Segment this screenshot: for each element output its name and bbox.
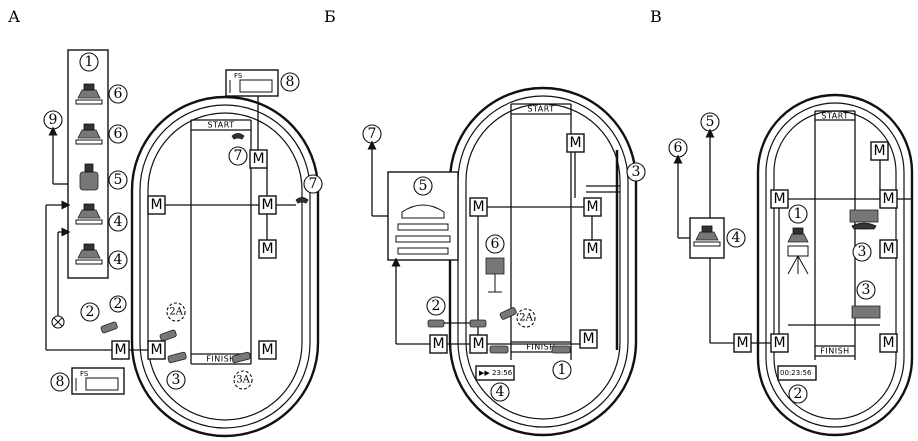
label-a-8: 8 [286, 74, 295, 90]
camera-icon [489, 345, 509, 354]
camera-icon [427, 319, 445, 328]
phone-icon [231, 133, 245, 140]
start-label-b: START [527, 105, 554, 114]
label-b-6: 6 [491, 236, 500, 252]
module-c: M [882, 191, 894, 207]
device-icon [75, 83, 103, 105]
panel-label-c: В [650, 7, 662, 26]
label-c-2: 2 [794, 386, 803, 402]
device-icon [693, 225, 721, 247]
label-c-5: 5 [706, 114, 715, 130]
timer-text-b: ▶▶ 23:56 [479, 369, 513, 377]
module-a: M [252, 151, 264, 167]
camera-icon [167, 351, 187, 364]
track-a: START FINISH [130, 95, 320, 438]
module-b: M [472, 199, 484, 215]
camera-icon [159, 329, 177, 342]
fs-display-bottom-a: FS [71, 367, 125, 395]
module-a: M [261, 241, 273, 257]
starting-block-icon [395, 204, 451, 255]
label-a-5: 5 [114, 172, 123, 188]
device-icon [75, 123, 103, 145]
panel-b: START FINISH 3 5 7 6 M M M [362, 86, 646, 437]
label-b-3: 3 [632, 164, 641, 180]
finish-label-a: FINISH [206, 355, 235, 364]
label-a-8b: 8 [56, 374, 65, 390]
device-icon [75, 243, 103, 265]
finish-label-c: FINISH [820, 347, 849, 356]
label-c-4: 4 [732, 230, 741, 246]
module-b: M [432, 336, 444, 352]
timer-display-c: 00:23:56 [777, 365, 817, 381]
module-a: M [114, 342, 126, 358]
label-a-7: 7 [234, 148, 243, 164]
module-b: M [472, 336, 484, 352]
label-b-7: 7 [368, 126, 377, 142]
module-c: M [773, 191, 785, 207]
display-icon [851, 305, 881, 319]
finish-label-b: FINISH [526, 343, 555, 352]
phone-icon [295, 197, 309, 204]
module-a: M [150, 342, 162, 358]
sensor-icon [51, 315, 65, 329]
tripod-camera-icon [787, 227, 809, 275]
label-c-1: 1 [794, 206, 803, 222]
label-b-2: 2 [432, 298, 441, 314]
label-c-6: 6 [674, 140, 683, 156]
equipment-items-a: 1 [75, 52, 103, 265]
label-a-1: 1 [85, 54, 94, 70]
camera-icon [231, 351, 251, 364]
start-label-c: START [821, 112, 848, 121]
panel-label-a: А [8, 7, 20, 26]
label-a-6: 6 [114, 86, 123, 102]
module-a: M [150, 197, 162, 213]
display-icon [849, 209, 879, 230]
device-icon [75, 203, 103, 225]
fs-label: FS [234, 72, 243, 80]
label-c-3: 3 [858, 244, 867, 260]
label-c-3b: 3 [862, 282, 871, 298]
module-b: M [582, 331, 594, 347]
module-c: M [736, 335, 748, 351]
camera-icon [551, 345, 571, 354]
label-b-2a: 2A [519, 313, 533, 324]
track-c: START FINISH [756, 93, 914, 437]
timer-text-c: 00:23:56 [780, 369, 812, 377]
label-a-9: 9 [49, 112, 58, 128]
panel-label-b: Б [324, 7, 336, 26]
label-a-7b: 7 [309, 176, 318, 192]
start-label-a: START [207, 121, 234, 130]
module-b: M [586, 241, 598, 257]
module-a: M [261, 197, 273, 213]
camera-icon [469, 319, 487, 328]
label-b-1: 1 [558, 362, 567, 378]
camera-icon [499, 307, 517, 320]
module-b: M [569, 135, 581, 151]
device-icon [79, 163, 99, 191]
screen-icon [485, 257, 505, 293]
module-a: M [261, 342, 273, 358]
label-a-6b: 6 [114, 126, 123, 142]
module-b: M [586, 199, 598, 215]
camera-icon [100, 321, 118, 334]
module-c: M [882, 335, 894, 351]
label-a-4b: 4 [114, 252, 123, 268]
label-a-2: 2 [86, 304, 95, 320]
module-c: M [882, 241, 894, 257]
panel-c: START FINISH 4 6 5 M M M M M M M 1 [668, 93, 914, 437]
timer-display-b: ▶▶ 23:56 [475, 365, 515, 381]
label-a-2a: 2A [169, 307, 183, 318]
label-a-4: 4 [114, 214, 123, 230]
panel-a: START FINISH 1 6 [43, 49, 323, 438]
label-b-5: 5 [419, 178, 428, 194]
label-a-3: 3 [172, 372, 181, 388]
fs-label: FS [80, 370, 89, 378]
label-b-4: 4 [496, 384, 505, 400]
label-a-2b: 2 [114, 296, 123, 312]
label-a-3a: 3A [236, 375, 250, 386]
module-c: M [773, 335, 785, 351]
fs-display-top-a: FS [225, 69, 279, 97]
module-c: M [873, 143, 885, 159]
